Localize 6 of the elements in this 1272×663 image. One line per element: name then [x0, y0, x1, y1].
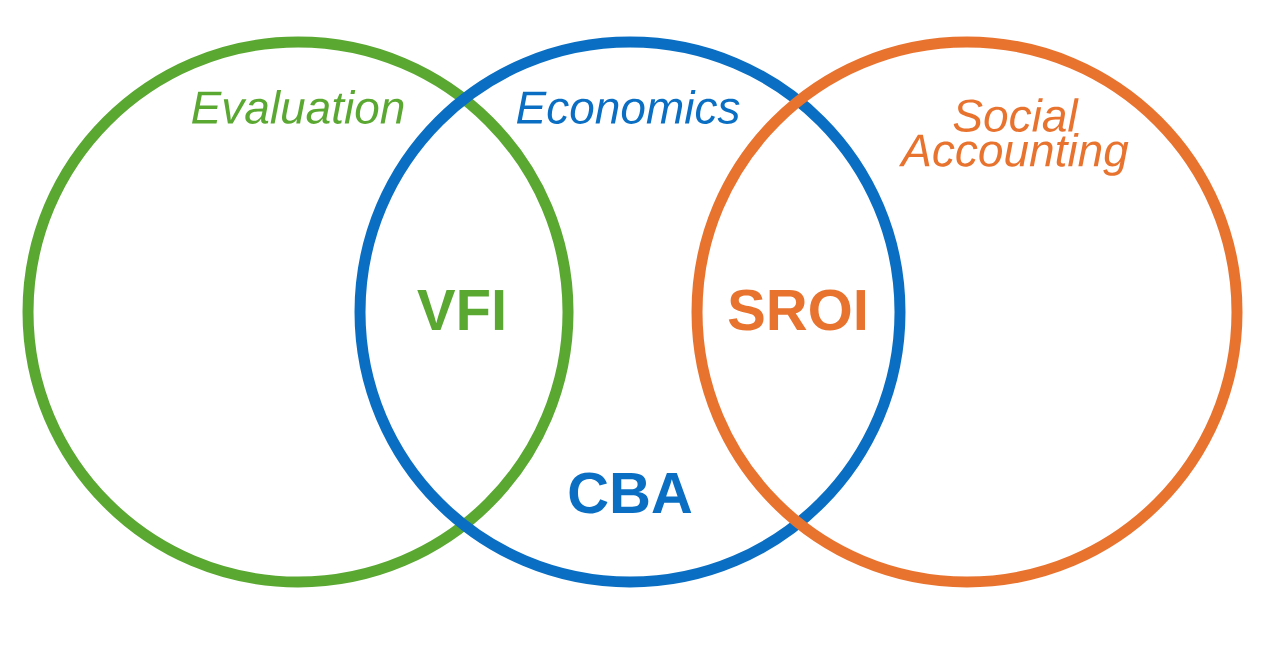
circle-title: Social Accounting: [898, 98, 1129, 176]
circle-title: Evaluation: [192, 90, 404, 124]
method-label: SROI: [728, 289, 865, 331]
circle-title: Economics: [516, 90, 740, 124]
method-label: VFI: [417, 290, 504, 330]
method-label: CBA: [569, 472, 692, 514]
